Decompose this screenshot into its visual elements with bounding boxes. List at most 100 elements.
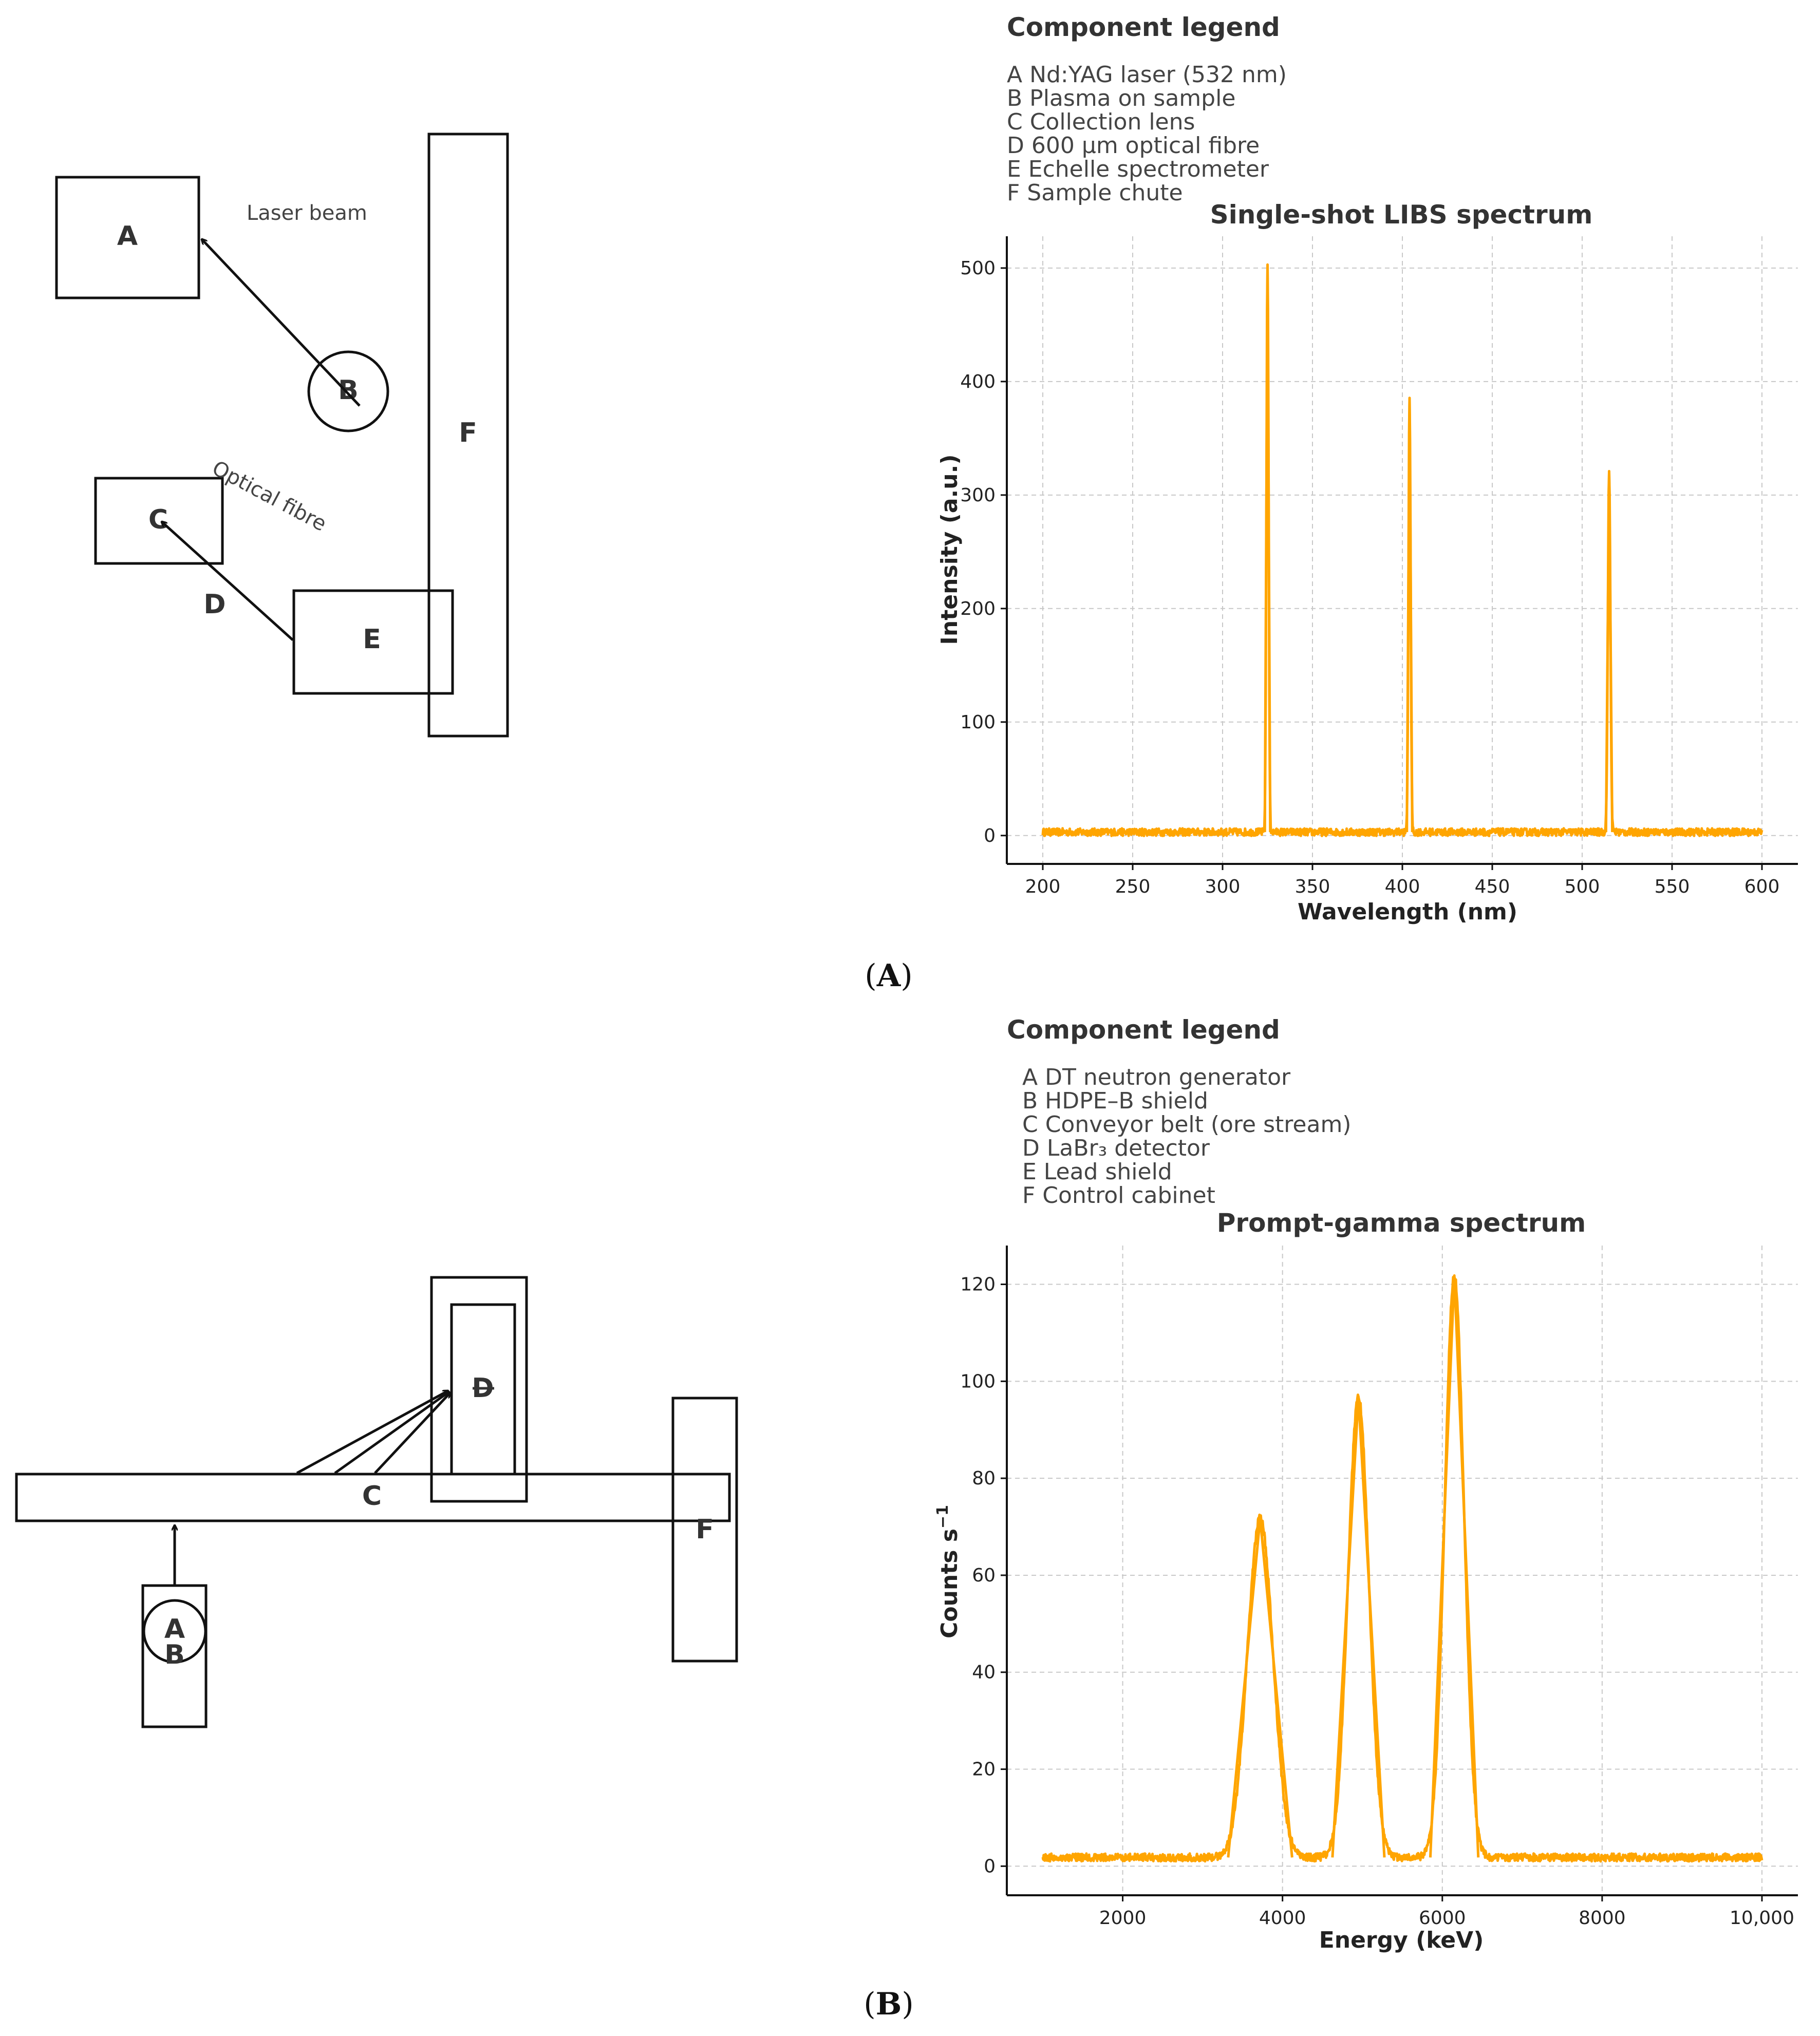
panel-label-b: (B): [864, 1986, 914, 2022]
legend-a-item: D 600 µm optical fibre: [1007, 133, 1260, 159]
legend-a-item: B Plasma on sample: [1007, 85, 1235, 111]
x-tick-label: 2000: [1099, 1908, 1147, 1929]
box-e-label: E: [363, 624, 381, 655]
y-tick-label: 20: [972, 1759, 996, 1780]
y-tick-label: 300: [960, 485, 996, 506]
box-e: [292, 589, 454, 695]
laser-beam-note: Laser beam: [247, 201, 367, 225]
legend-a-title: Component legend: [1007, 12, 1280, 42]
x-tick-label: 300: [1205, 876, 1241, 897]
peak-1: [1227, 1517, 1293, 1858]
legend-a-item: F Sample chute: [1007, 180, 1183, 206]
y-tick-label: 80: [972, 1468, 996, 1489]
y-tick-label: 100: [960, 1371, 996, 1392]
y-tick-label: 0: [984, 825, 996, 846]
y-tick-label: 500: [960, 258, 996, 279]
peak-1: [1263, 263, 1272, 833]
legend-b-item: E Lead shield: [1022, 1159, 1172, 1185]
circle-a-label: A: [164, 1614, 185, 1645]
x-tick-label: 350: [1295, 876, 1330, 897]
y-tick-label: 100: [960, 712, 996, 733]
chart-title: Single-shot LIBS spectrum: [1210, 200, 1593, 230]
gamma-arrow: [296, 1391, 448, 1475]
panel-letter: B: [876, 1986, 902, 2022]
optical-fibre-note: Optical fibre: [208, 456, 330, 536]
box-f-label: F: [696, 1514, 714, 1545]
peak-3: [1429, 1274, 1480, 1858]
control-cabinet-box: [671, 1397, 738, 1663]
peak-2: [1405, 399, 1414, 833]
box-c: [94, 477, 224, 565]
y-tick-label: 60: [972, 1565, 996, 1586]
diagram-a: A B Laser beam F C Optical fibre E D: [55, 133, 509, 738]
x-axis-label: Wavelength (nm): [1298, 899, 1517, 925]
y-tick-label: 0: [984, 1856, 996, 1877]
chart-libs: Single-shot LIBS spectrum 200 250 300 350 40…: [936, 200, 1798, 925]
legend-b: Component legend A DT neutron generator …: [1007, 1015, 1351, 1209]
axes: [1006, 1246, 1798, 1896]
box-a: [55, 176, 200, 299]
spectrum-line: [1041, 1276, 1763, 1863]
box-c-label: C: [362, 1481, 382, 1512]
y-tick-label: 40: [972, 1662, 996, 1683]
grid: [1007, 1246, 1798, 1895]
y-ticks: 0 20 40 60 80 100 120: [960, 1274, 1007, 1877]
diagram-b: D C F A B: [15, 1276, 738, 1728]
x-axis-label: Energy (keV): [1319, 1927, 1484, 1953]
x-tick-label: 4000: [1259, 1908, 1306, 1929]
x-tick-label: 200: [1025, 876, 1061, 897]
y-tick-label: 120: [960, 1274, 996, 1295]
fibre-arrow: [162, 522, 294, 641]
x-tick-label: 10,000: [1730, 1908, 1794, 1929]
gamma-arrow: [374, 1393, 450, 1474]
x-tick-label: 400: [1385, 876, 1420, 897]
y-axis-label-main: Counts s: [936, 1529, 963, 1638]
peak-2: [1331, 1396, 1386, 1858]
legend-a: Component legend A Nd:YAG laser (532 nm)…: [1007, 12, 1287, 206]
spectrum-line: [1041, 267, 1763, 837]
box-f-label: F: [459, 418, 477, 448]
legend-b-item: D LaBr₃ detector: [1022, 1135, 1210, 1161]
chart-title: Prompt-gamma spectrum: [1217, 1208, 1586, 1238]
circle-b: [307, 350, 389, 432]
legend-a-item: C Collection lens: [1007, 109, 1195, 135]
legend-b-title: Component legend: [1007, 1015, 1280, 1045]
circle-b-label: B: [164, 1639, 185, 1670]
generator-circle: [142, 1599, 207, 1664]
x-tick-label: 250: [1115, 876, 1151, 897]
x-tick-label: 450: [1475, 876, 1510, 897]
x-tick-label: 6000: [1419, 1908, 1466, 1929]
box-c-label: C: [148, 504, 168, 535]
y-axis-label: Intensity (a.u.): [936, 455, 963, 645]
series: [1041, 1274, 1763, 1863]
legend-a-item: E Echelle spectrometer: [1007, 156, 1269, 182]
y-tick-label: 400: [960, 371, 996, 392]
y-axis-label-sup: −1: [934, 1505, 952, 1529]
gamma-arrow: [334, 1392, 449, 1475]
y-tick-label: 200: [960, 598, 996, 619]
legend-a-item: A Nd:YAG laser (532 nm): [1007, 62, 1287, 88]
conveyor-belt-box: [15, 1473, 731, 1522]
x-tick-label: 500: [1565, 876, 1600, 897]
laser-beam-arrow: [202, 239, 361, 407]
peak-3: [1604, 469, 1614, 833]
series: [1041, 263, 1763, 837]
shield-box: [141, 1584, 208, 1728]
panel-letter: A: [876, 958, 902, 994]
legend-b-item: C Conveyor belt (ore stream): [1022, 1111, 1351, 1138]
box-f: [427, 133, 509, 738]
fibre-d-label: D: [203, 589, 226, 620]
x-tick-label: 8000: [1579, 1908, 1626, 1929]
panel-label-a: (A): [865, 958, 912, 994]
box-a-label: A: [117, 221, 138, 252]
chart-prompt-gamma: Prompt-gamma spectrum 2000 4000 6000 8000 10…: [934, 1208, 1798, 1953]
x-ticks: 2000 4000 6000 8000 10,000: [1099, 1895, 1794, 1929]
legend-b-item: F Control cabinet: [1022, 1182, 1215, 1209]
x-tick-label: 600: [1744, 876, 1780, 897]
legend-b-item: B HDPE–B shield: [1022, 1088, 1208, 1114]
y-ticks: 0 100 200 300 400 500: [960, 258, 1007, 846]
y-axis-label: Counts s−1: [934, 1505, 963, 1638]
legend-b-item: A DT neutron generator: [1022, 1064, 1291, 1090]
